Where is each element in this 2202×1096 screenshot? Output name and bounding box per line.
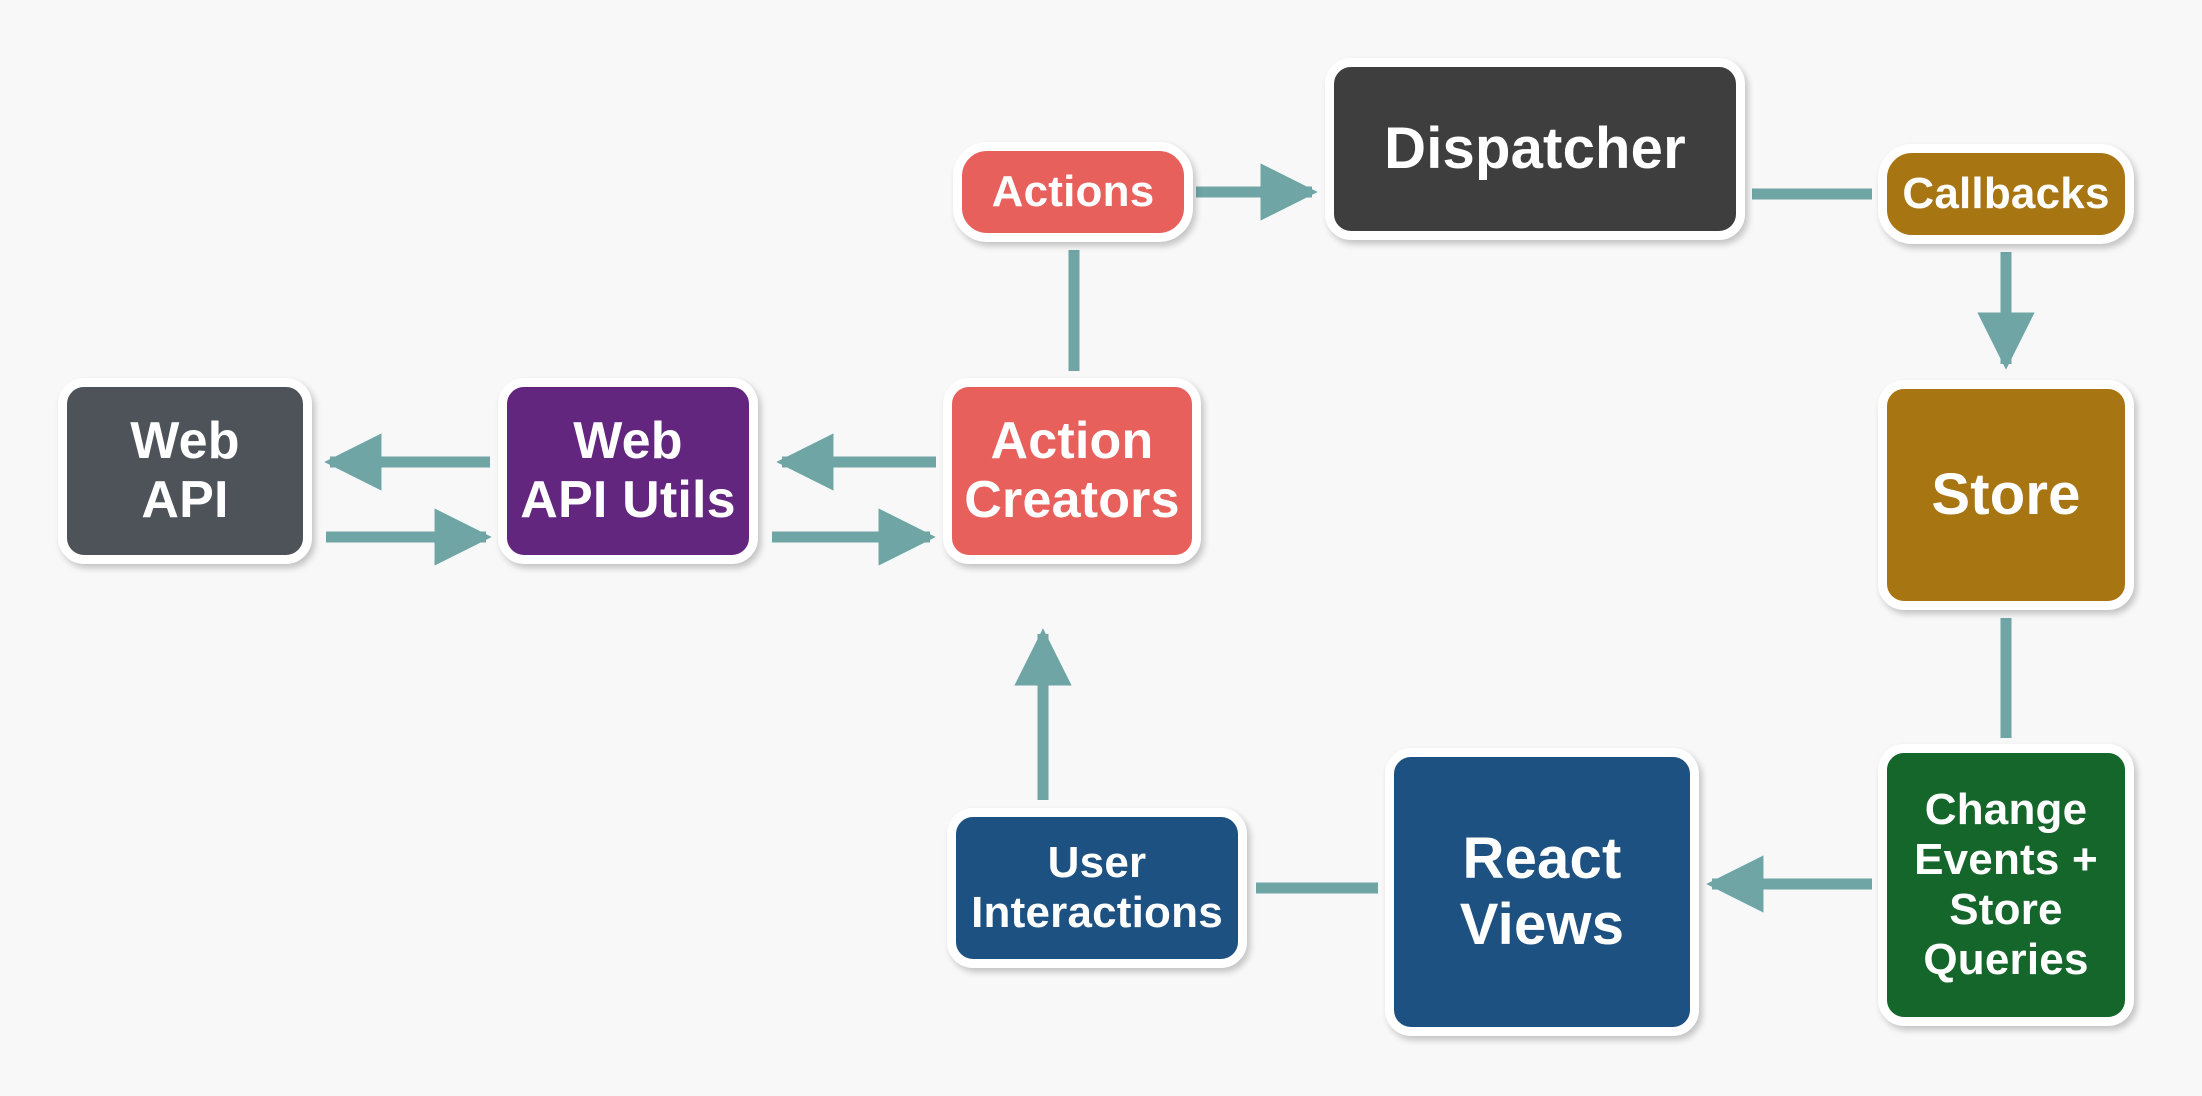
node-web-api[interactable]: Web API: [58, 378, 312, 564]
node-actions[interactable]: Actions: [953, 142, 1193, 242]
node-action-creators[interactable]: Action Creators: [943, 378, 1201, 564]
node-callbacks-label: Callbacks: [1902, 168, 2110, 218]
node-react-views[interactable]: React Views: [1385, 748, 1699, 1036]
node-web-api-utils[interactable]: Web API Utils: [498, 378, 758, 564]
node-dispatcher[interactable]: Dispatcher: [1325, 58, 1745, 240]
node-dispatcher-label: Dispatcher: [1384, 115, 1686, 181]
node-store[interactable]: Store: [1878, 380, 2134, 610]
node-store-label: Store: [1931, 461, 2081, 527]
node-change-events[interactable]: Change Events + Store Queries: [1878, 744, 2134, 1026]
node-user-interactions-label: User Interactions: [971, 837, 1223, 937]
node-action-creators-label: Action Creators: [964, 411, 1180, 529]
node-web-api-utils-label: Web API Utils: [520, 411, 736, 529]
node-user-interactions[interactable]: User Interactions: [947, 808, 1247, 968]
node-react-views-label: React Views: [1459, 825, 1625, 957]
node-change-events-label: Change Events + Store Queries: [1914, 784, 2098, 985]
node-callbacks[interactable]: Callbacks: [1878, 144, 2134, 244]
node-actions-label: Actions: [991, 166, 1155, 216]
node-web-api-label: Web API: [130, 411, 240, 529]
